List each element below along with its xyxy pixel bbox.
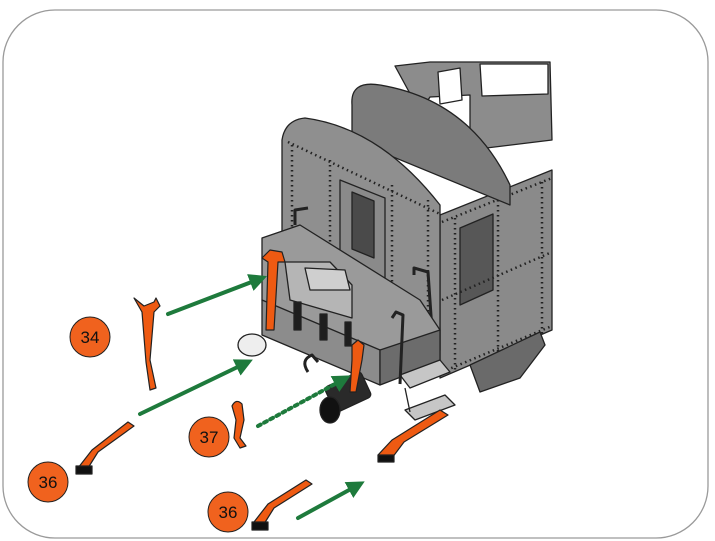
platform-plate (304, 267, 351, 291)
callout-36-left: 36 (27, 461, 69, 503)
grab-handle-left (293, 206, 309, 225)
callout-36-bottom-label: 36 (219, 503, 238, 522)
callout-37: 37 (188, 416, 230, 458)
beam-slot-3 (344, 321, 352, 347)
step-upper (399, 359, 451, 389)
part-36-bottom-foot (251, 521, 269, 531)
handrail-post (390, 310, 405, 385)
loose-parts (75, 297, 313, 531)
callout-36-bottom: 36 (207, 491, 249, 533)
grab-handle-right (412, 266, 434, 331)
coupling-hook (303, 353, 320, 373)
arrow-part-37 (256, 375, 351, 428)
buffer-right-face (319, 396, 341, 424)
callout-36-bottom-badge (207, 491, 249, 533)
car-end-bulkhead (351, 83, 511, 206)
installed-parts (261, 249, 449, 463)
car-side-window (459, 213, 494, 306)
callout-37-label: 37 (200, 428, 219, 447)
part-34 (133, 297, 161, 391)
railcar-illustration (237, 61, 553, 424)
car-door-window (351, 191, 375, 259)
buffer-left (237, 333, 267, 357)
callout-37-badge (188, 416, 230, 458)
callout-34-badge (69, 316, 111, 358)
beam-slot-2 (319, 313, 328, 341)
installed-part-37 (349, 339, 365, 393)
step-hanger (404, 387, 411, 413)
front-rivet-row-top (287, 140, 441, 216)
assembly-arrows (138, 274, 365, 520)
car-roof-opening (437, 67, 463, 105)
installed-part-34 (261, 249, 286, 331)
step-lower (404, 394, 456, 421)
bogie (469, 331, 546, 393)
arrow-part-34 (166, 274, 268, 316)
car-roof-opening-2 (479, 63, 549, 97)
part-37 (231, 400, 247, 449)
arrow-part-36-left (138, 359, 253, 416)
callout-34: 34 (69, 316, 111, 358)
arrow-part-36-bottom (296, 481, 365, 520)
part-36-left-foot (75, 465, 93, 475)
beam-slot-1 (293, 301, 302, 331)
callout-36-left-badge (27, 461, 69, 503)
callout-34-label: 34 (81, 328, 100, 347)
installed-part-36-foot (377, 454, 395, 463)
callout-36-left-label: 36 (39, 473, 58, 492)
